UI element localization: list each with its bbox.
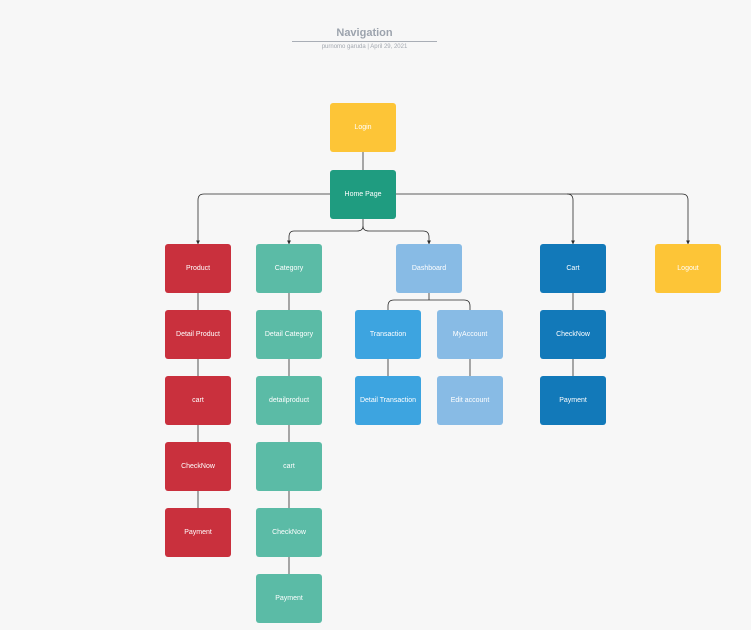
node-dashboard[interactable]: Dashboard: [396, 244, 462, 293]
page-subtitle: purnomo garuda | April 29, 2021: [321, 44, 408, 50]
node-category-payment[interactable]: Payment: [256, 574, 322, 623]
node-category[interactable]: Category: [256, 244, 322, 293]
connector-home-product: [196, 193, 330, 245]
node-myaccount[interactable]: MyAccount: [437, 310, 503, 359]
connector-home-category: [287, 218, 364, 245]
node-edit-account[interactable]: Edit account: [437, 376, 503, 425]
node-product-payment[interactable]: Payment: [165, 508, 231, 557]
node-category-checknow[interactable]: CheckNow: [256, 508, 322, 557]
node-transaction[interactable]: Transaction: [355, 310, 421, 359]
node-detail-category[interactable]: Detail Category: [256, 310, 322, 359]
node-logout[interactable]: Logout: [655, 244, 721, 293]
connector-dashboard-branches: [387, 293, 471, 310]
node-cart[interactable]: Cart: [540, 244, 606, 293]
connector-home-cart: [396, 193, 575, 245]
connector-dashboard-children: [387, 359, 471, 376]
node-product-checknow[interactable]: CheckNow: [165, 442, 231, 491]
node-product-cart[interactable]: cart: [165, 376, 231, 425]
node-detailproduct[interactable]: detailproduct: [256, 376, 322, 425]
node-login[interactable]: Login: [330, 103, 396, 152]
node-detail-transaction[interactable]: Detail Transaction: [355, 376, 421, 425]
node-detail-product[interactable]: Detail Product: [165, 310, 231, 359]
node-cart-checknow[interactable]: CheckNow: [540, 310, 606, 359]
title-underline: [292, 41, 437, 42]
node-product[interactable]: Product: [165, 244, 231, 293]
connector-home-logout: [567, 193, 690, 245]
connector-home-dashboard: [362, 225, 431, 245]
page-title: Navigation: [336, 27, 393, 39]
node-cart-payment[interactable]: Payment: [540, 376, 606, 425]
node-home-page[interactable]: Home Page: [330, 170, 396, 219]
node-category-cart[interactable]: cart: [256, 442, 322, 491]
